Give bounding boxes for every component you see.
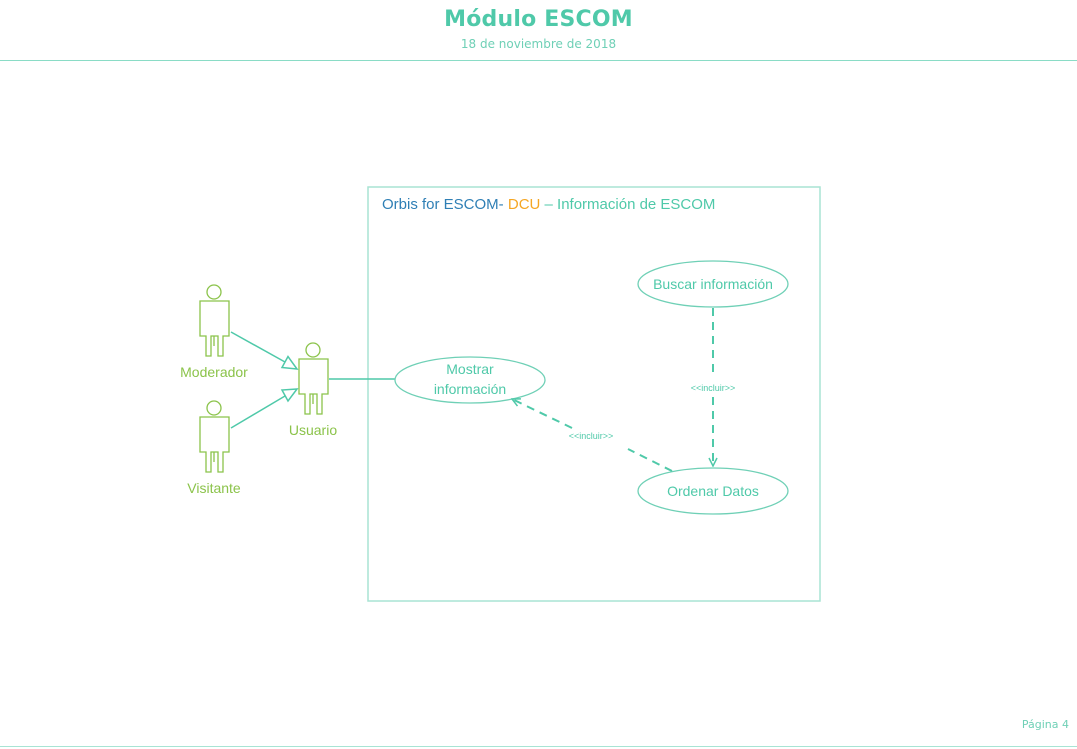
use-case-mostrar-line2: información xyxy=(434,381,506,397)
include-buscar-ordenar-label: <<incluir>> xyxy=(691,383,736,393)
include-ordenar-mostrar-label: <<incluir>> xyxy=(569,431,614,441)
use-case-mostrar-line1: Mostrar xyxy=(446,361,494,377)
page-title: Módulo ESCOM xyxy=(444,7,633,32)
header-divider xyxy=(0,60,1077,61)
system-title-dcu: DCU xyxy=(504,196,541,213)
system-title-name: Orbis for ESCOM- xyxy=(382,196,504,213)
actor-usuario[interactable] xyxy=(298,342,329,415)
actor-moderador[interactable] xyxy=(199,284,230,357)
use-case-ordenar-label: Ordenar Datos xyxy=(667,483,759,499)
page-date: 18 de noviembre de 2018 xyxy=(460,37,617,51)
generalization-moderador-usuario xyxy=(230,331,299,370)
use-case-ordenar-datos[interactable]: Ordenar Datos xyxy=(637,467,789,515)
actor-visitante-label: Visitante xyxy=(187,480,241,496)
include-ordenar-mostrar: <<incluir>> xyxy=(512,398,673,472)
page-number: Página 4 xyxy=(1021,718,1069,731)
include-buscar-ordenar: <<incluir>> xyxy=(691,308,736,466)
actor-visitante[interactable] xyxy=(199,400,230,473)
system-title-subject: – Información de ESCOM xyxy=(540,196,715,213)
footer-divider xyxy=(0,746,1077,747)
actor-moderador-label: Moderador xyxy=(180,364,248,380)
use-case-buscar-informacion[interactable]: Buscar información xyxy=(637,260,789,308)
system-title: Orbis for ESCOM- DCU – Información de ES… xyxy=(382,196,715,213)
system-boundary xyxy=(367,186,821,602)
use-case-buscar-label: Buscar información xyxy=(653,276,773,292)
use-case-mostrar-informacion[interactable]: Mostrar información xyxy=(394,356,546,404)
generalization-visitante-usuario xyxy=(230,388,299,429)
actor-usuario-label: Usuario xyxy=(289,422,337,438)
